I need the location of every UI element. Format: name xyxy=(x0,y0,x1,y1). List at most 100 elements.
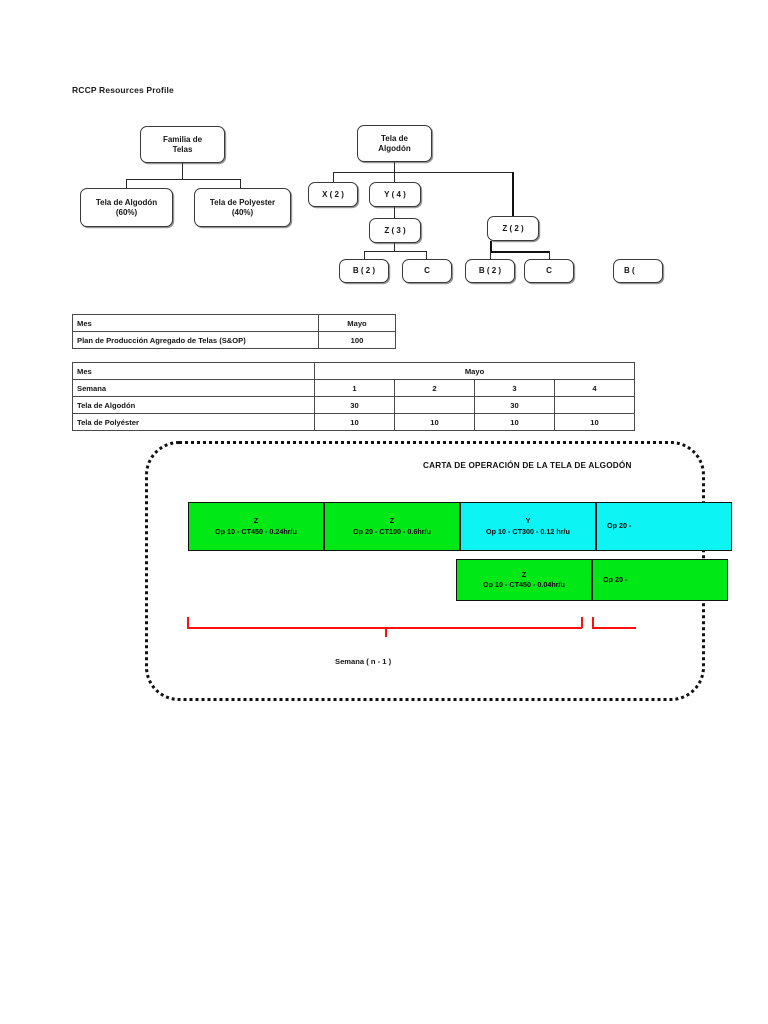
op-block-row2-1-detail: Op 20 - xyxy=(603,574,628,584)
tree-node-b2-cutoff: B ( xyxy=(613,259,663,283)
weekly-row1-label: Tela de Polyéster xyxy=(72,413,315,431)
op-block-row1-2-item: Y xyxy=(525,516,531,526)
weekly-row1-w4: 10 xyxy=(553,413,636,431)
op-block-row2-0: Z Op 10 - CT450 - 0.04hr/u xyxy=(456,559,592,601)
tela-algodon-label: Tela de Algodón xyxy=(95,197,158,207)
bracket-left-tick xyxy=(187,617,189,628)
tree-node-tela-algodon-root: Tela de Algodón xyxy=(357,125,432,162)
connector-family-bus xyxy=(126,179,240,181)
weekly-row1-w1: 10 xyxy=(314,413,395,431)
sop-row0-value: Mayo xyxy=(318,314,396,332)
tree-node-c-right: C xyxy=(524,259,574,283)
tree-node-tela-algodon-pct: Tela de Algodón (60%) xyxy=(80,188,173,227)
op-block-row2-0-detail: Op 10 - CT450 - 0.04hr/u xyxy=(483,580,565,589)
node-label-x2: X ( 2 ) xyxy=(322,189,344,199)
weekly-row0-label: Tela de Algodón xyxy=(72,396,315,414)
tela-polyester-label: Tela de Polyester xyxy=(209,197,276,207)
weekly-row0-w3: 30 xyxy=(474,396,555,414)
op-block-row1-0-item: Z xyxy=(253,516,259,526)
bom-root-line2: Algodón xyxy=(378,143,411,153)
connector-bom-root-stem xyxy=(394,162,396,172)
table-row: Mes Mayo xyxy=(72,314,396,332)
weekly-row0-w1: 30 xyxy=(314,396,395,414)
op-block-row1-0-detail: Op 10 - CT450 - 0.24hr/u xyxy=(215,526,297,536)
tree-node-z2: Z ( 2 ) xyxy=(487,216,539,241)
op-block-row1-2-detail: Op 10 - CT300 - 0.12 hr/u xyxy=(486,526,570,536)
bracket-next-horizontal xyxy=(592,627,636,629)
weekly-month-label: Mes xyxy=(72,362,315,380)
node-label-c-left: C xyxy=(424,266,430,275)
connector-z2-drop-b xyxy=(490,251,492,259)
table-row: Tela de Algodón 30 30 xyxy=(72,396,636,414)
node-label-z2: Z ( 2 ) xyxy=(502,223,524,233)
sop-row1-label: Plan de Producción Agregado de Telas (S&… xyxy=(72,331,319,349)
table-row: Semana 1 2 3 4 xyxy=(72,379,636,397)
connector-z2-drop-c xyxy=(549,251,551,259)
bracket-next-left-tick xyxy=(592,617,594,628)
op-block-row1-0: Z Op 10 - CT450 - 0.24hr/u xyxy=(188,502,324,551)
bracket-main-horizontal xyxy=(187,627,582,629)
table-weekly: Mes Mayo Semana 1 2 3 4 Tela de Algodón … xyxy=(72,362,636,431)
tree-node-b2-left: B ( 2 ) xyxy=(339,259,389,283)
tela-polyester-pct: (40%) xyxy=(231,207,254,217)
weekly-week-label: Semana xyxy=(72,379,315,397)
connector-y4-to-z3 xyxy=(394,207,396,218)
bracket-right-tick xyxy=(581,617,583,628)
connector-z3-bus xyxy=(364,251,426,253)
connector-bom-drop-x xyxy=(333,172,335,182)
tree-node-z3: Z ( 3 ) xyxy=(369,218,421,243)
op-block-row1-1-item: Z xyxy=(389,516,395,526)
familia-telas-line1: Familia de xyxy=(162,134,203,144)
node-label-b2-left: B ( 2 ) xyxy=(352,266,376,275)
connector-bom-drop-y xyxy=(394,172,396,182)
op-block-row2-0-item: Z xyxy=(521,569,527,579)
weekly-week-4: 4 xyxy=(553,379,636,397)
table-row: Mes Mayo xyxy=(72,362,636,380)
sop-row0-label: Mes xyxy=(72,314,319,332)
table-row: Tela de Polyéster 10 10 10 10 xyxy=(72,413,636,431)
weekly-row1-w3: 10 xyxy=(474,413,555,431)
table-sop: Mes Mayo Plan de Producción Agregado de … xyxy=(72,314,396,349)
sop-row1-value: 100 xyxy=(318,331,396,349)
tree-node-x2: X ( 2 ) xyxy=(308,182,358,207)
connector-bom-bus xyxy=(333,172,513,174)
weekly-row1-w2: 10 xyxy=(394,413,475,431)
familia-telas-line2: Telas xyxy=(172,144,193,154)
tela-algodon-pct: (60%) xyxy=(115,207,138,217)
weekly-row0-w2 xyxy=(394,396,475,414)
node-label-c-right: C xyxy=(546,266,552,275)
op-block-row2-1: Op 20 - xyxy=(592,559,728,601)
connector-z2-stem xyxy=(490,241,493,251)
operation-chart-title: CARTA DE OPERACIÓN DE LA TELA DE ALGODÓN xyxy=(423,461,632,470)
weekly-week-1: 1 xyxy=(314,379,395,397)
op-block-row1-3-detail: Op 20 - xyxy=(607,521,632,531)
connector-z3-stem xyxy=(394,243,396,251)
op-block-row1-2: Y Op 10 - CT300 - 0.12 hr/u xyxy=(460,502,596,551)
node-label-b2-cutoff: B ( xyxy=(624,266,635,275)
node-label-z3: Z ( 3 ) xyxy=(384,225,406,235)
bracket-center-tick xyxy=(385,627,387,637)
weekly-row0-w4 xyxy=(553,396,636,414)
weekly-week-2: 2 xyxy=(394,379,475,397)
weekly-week-3: 3 xyxy=(474,379,555,397)
tree-node-c-left: C xyxy=(402,259,452,283)
op-block-row1-3: Op 20 - xyxy=(596,502,732,551)
connector-bom-drop-z2 xyxy=(512,172,515,216)
connector-z3-drop-c xyxy=(426,251,428,259)
node-label-y4: Y ( 4 ) xyxy=(384,189,406,199)
tree-node-familia-telas: Familia de Telas xyxy=(140,126,225,163)
op-block-row1-1-detail: Op 20 - CT100 - 0.6hr/u xyxy=(353,526,431,536)
weekly-month-value: Mayo xyxy=(313,362,636,380)
table-row: Plan de Producción Agregado de Telas (S&… xyxy=(72,331,396,349)
node-label-b2-right: B ( 2 ) xyxy=(478,266,502,275)
connector-family-drop-left xyxy=(126,179,128,188)
tree-node-y4: Y ( 4 ) xyxy=(369,182,421,207)
connector-family-drop-right xyxy=(240,179,242,188)
tree-node-tela-polyester-pct: Tela de Polyester (40%) xyxy=(194,188,291,227)
tree-node-b2-right: B ( 2 ) xyxy=(465,259,515,283)
page-title: RCCP Resources Profile xyxy=(72,85,174,95)
op-block-row1-1: Z Op 20 - CT100 - 0.6hr/u xyxy=(324,502,460,551)
connector-family-root-stem xyxy=(182,163,184,179)
bom-root-line1: Tela de xyxy=(381,133,408,143)
